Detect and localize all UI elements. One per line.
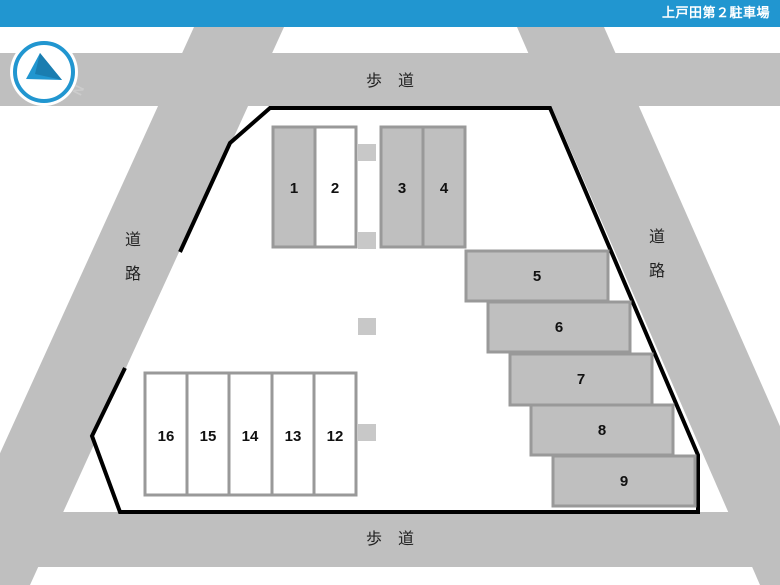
pillar: [358, 232, 376, 249]
slot-label: 3: [398, 180, 406, 197]
right-road-label-1: 道: [649, 227, 665, 246]
bottom-sidewalk: [0, 512, 780, 567]
parking-slot-2[interactable]: 2: [313, 125, 358, 249]
left-road-label-1: 道: [125, 230, 141, 249]
top-sidewalk-label: 歩 道: [366, 71, 414, 90]
parking-map: 1 2 3 4 5 6 7 8 9 16: [0, 27, 780, 585]
bottom-sidewalk-label: 歩 道: [366, 529, 414, 548]
parking-slot-5[interactable]: 5: [464, 249, 610, 303]
slot-label: 4: [440, 180, 449, 197]
right-road: [517, 27, 780, 585]
parking-slot-6[interactable]: 6: [486, 300, 632, 354]
pillar: [358, 318, 376, 335]
pillar: [358, 144, 376, 161]
slot-label: 13: [285, 428, 302, 445]
top-sidewalk: [0, 53, 780, 106]
lot-boundary-wall: [89, 106, 700, 514]
parking-slot-8[interactable]: 8: [529, 403, 675, 457]
slot-label: 6: [555, 319, 563, 336]
slot-label: 5: [533, 268, 541, 285]
parking-slot-16[interactable]: 16: [143, 371, 189, 497]
slot-label: 8: [598, 422, 606, 439]
slot-label: 1: [290, 180, 298, 197]
parking-slot-13[interactable]: 13: [270, 371, 316, 497]
left-road: [0, 27, 284, 585]
parking-slot-1[interactable]: 1: [271, 125, 317, 249]
slot-label: 14: [242, 428, 259, 445]
slot-label: 7: [577, 371, 585, 388]
slot-label: 9: [620, 473, 628, 490]
right-road-label-2: 路: [649, 261, 665, 280]
parking-slot-12[interactable]: 12: [312, 371, 358, 497]
slot-label: 12: [327, 428, 344, 445]
parking-slot-14[interactable]: 14: [227, 371, 274, 497]
slot-label: 16: [158, 428, 175, 445]
parking-slot-15[interactable]: 15: [185, 371, 231, 497]
slot-label: 15: [200, 428, 217, 445]
left-road-label-2: 路: [125, 264, 141, 283]
parking-slot-9[interactable]: 9: [551, 454, 697, 508]
parking-slot-7[interactable]: 7: [508, 352, 654, 407]
slot-label: 2: [331, 180, 339, 197]
north-arrow-icon: N: [10, 38, 87, 106]
parking-slot-3[interactable]: 3: [379, 125, 425, 249]
header-bar: 上戸田第２駐車場: [0, 0, 780, 27]
pillar: [358, 424, 376, 441]
parking-lot-title: 上戸田第２駐車場: [661, 6, 770, 21]
parking-slot-4[interactable]: 4: [421, 125, 467, 249]
